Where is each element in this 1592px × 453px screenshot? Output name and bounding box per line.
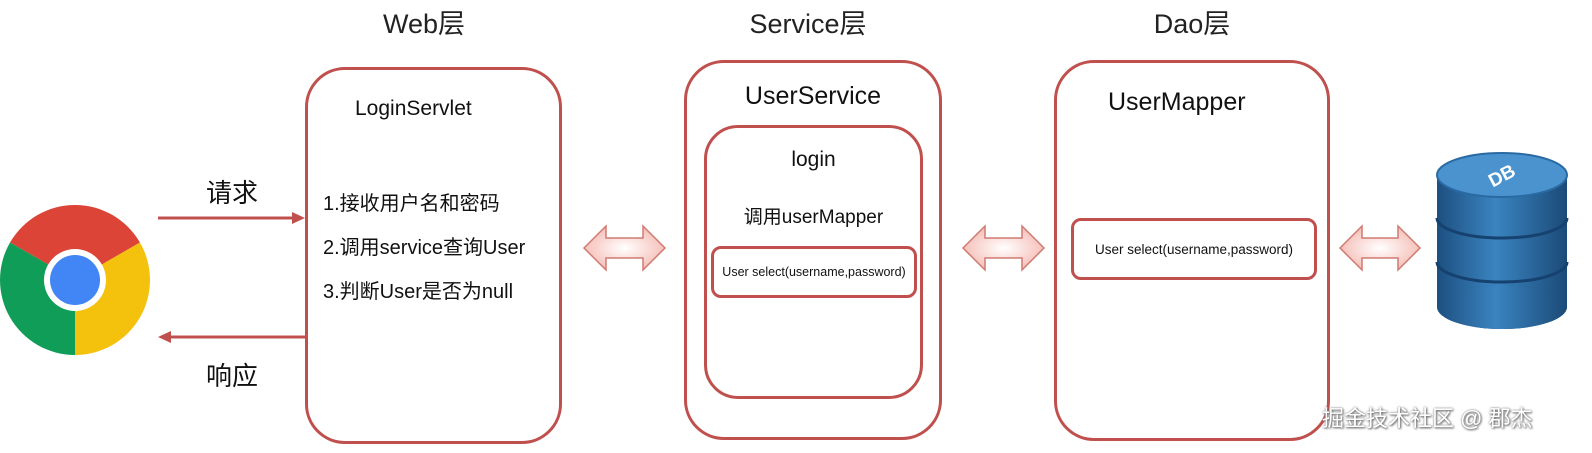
watermark-text: 掘金技术社区 @ 郡杰 bbox=[1322, 406, 1533, 431]
service-layer-title: Service层 bbox=[749, 9, 867, 39]
response-label: 响应 bbox=[206, 361, 259, 391]
database-cylinder-icon: DB bbox=[1435, 152, 1569, 329]
dao-layer-title: Dao层 bbox=[1153, 9, 1231, 39]
web-step-1: 1.接收用户名和密码 bbox=[323, 193, 500, 215]
service-select-signature: User select(username,password) bbox=[711, 246, 917, 298]
web-service-double-arrow bbox=[582, 224, 667, 272]
web-step-3: 3.判断User是否为null bbox=[323, 281, 514, 303]
user-mapper-title: UserMapper bbox=[1108, 88, 1246, 116]
login-method-box bbox=[704, 125, 923, 399]
dao-db-double-arrow bbox=[1338, 224, 1422, 272]
login-method-title: login bbox=[791, 148, 836, 171]
user-service-title: UserService bbox=[744, 82, 882, 110]
request-label: 请求 bbox=[206, 178, 259, 208]
web-step-2: 2.调用service查询User bbox=[323, 237, 526, 259]
chrome-browser-icon bbox=[0, 205, 150, 355]
service-dao-double-arrow bbox=[961, 224, 1046, 272]
call-user-mapper-text: 调用userMapper bbox=[743, 207, 884, 228]
dao-select-signature: User select(username,password) bbox=[1071, 218, 1317, 280]
response-arrow bbox=[158, 331, 305, 343]
web-login-servlet-box bbox=[305, 67, 562, 444]
web-layer-title: Web层 bbox=[382, 9, 466, 39]
request-arrow bbox=[158, 212, 305, 224]
dao-box bbox=[1054, 60, 1330, 441]
login-servlet-title: LoginServlet bbox=[355, 97, 472, 120]
